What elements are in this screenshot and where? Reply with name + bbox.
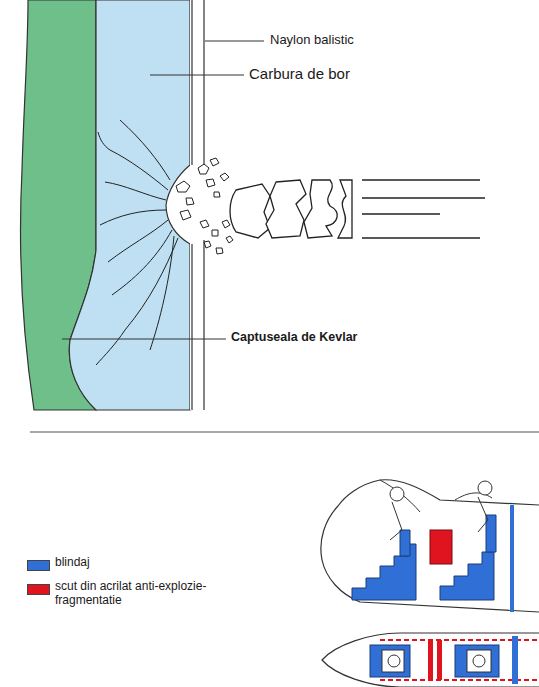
legend-swatch (27, 584, 50, 595)
top-view-aircraft (322, 633, 539, 687)
divider-line (30, 432, 539, 433)
boron-carbide-layer (69, 0, 190, 410)
side-view-aircraft (321, 480, 539, 612)
legend-text: scut din acrilat anti-explozie-fragmenta… (55, 580, 225, 608)
crack-lines (96, 120, 178, 365)
layer-label: Captuseala de Kevlar (231, 330, 357, 344)
motion-lines (362, 180, 485, 238)
legend-text: blindaj (55, 556, 90, 570)
projectile (230, 180, 352, 238)
ceramic-fragments (176, 158, 233, 254)
leader-lines (62, 41, 264, 339)
layer-label: Carbura de bor (249, 65, 350, 82)
layer-label: Naylon balistic (270, 33, 354, 48)
legend-swatch (27, 560, 50, 571)
